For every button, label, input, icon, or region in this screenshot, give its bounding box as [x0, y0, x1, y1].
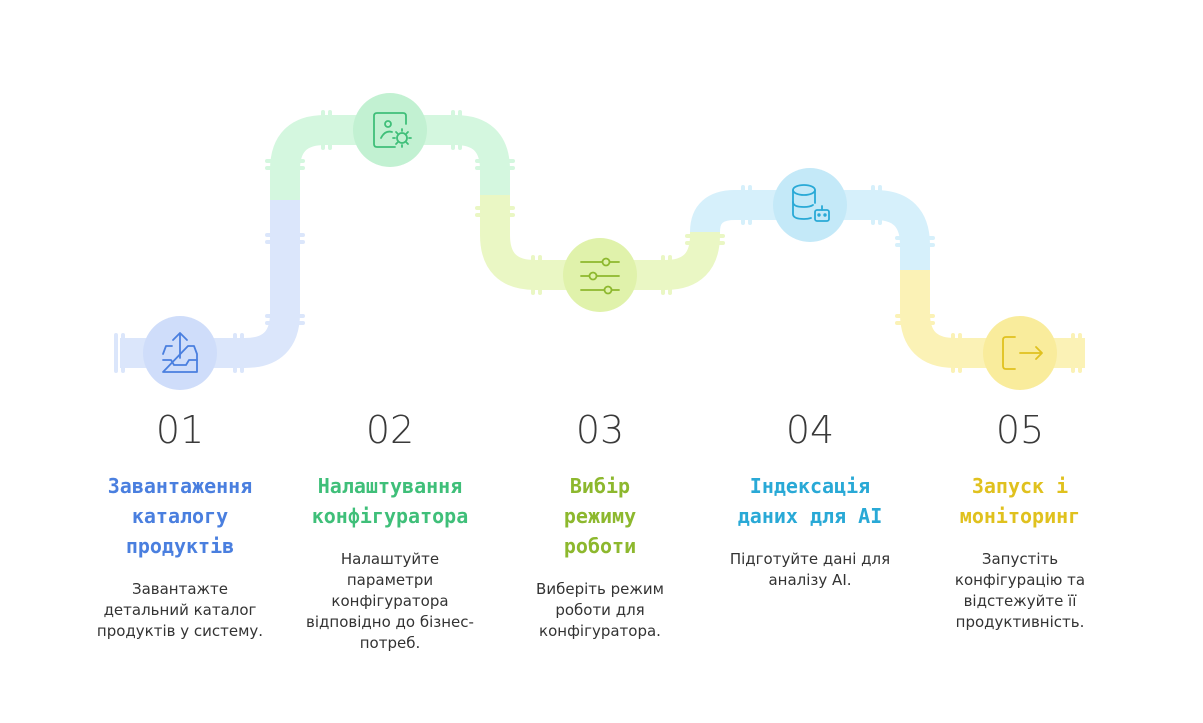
- step-number: 01: [155, 408, 205, 452]
- step-number: 02: [365, 408, 415, 452]
- pipe-joint: [895, 236, 935, 240]
- pipe-joint: [240, 333, 244, 373]
- settings-panel-icon: [373, 112, 412, 148]
- step-4: 04 Індексація даних для AI Підготуйте да…: [705, 405, 915, 591]
- icon-circle-3: [563, 238, 637, 312]
- pipe-joint: [451, 110, 455, 150]
- pipe-joint: [685, 234, 725, 238]
- pipe-joint: [958, 333, 962, 373]
- icon-circle-4: [773, 168, 847, 242]
- step-number: 05: [995, 408, 1045, 452]
- sliders-icon: [580, 257, 620, 295]
- pipe-joint: [475, 213, 515, 217]
- step-2: 02 Налаштування конфігуратора Налаштуйте…: [285, 405, 495, 654]
- inbox-upload-icon: [162, 332, 198, 373]
- step-title: Завантаження каталогу продуктів: [107, 474, 253, 558]
- pipe-joint: [321, 110, 325, 150]
- pipe-joint: [475, 206, 515, 210]
- pipe-joint: [265, 233, 305, 237]
- step-description: Запустіть конфігурацію та відстежуйте її…: [954, 550, 1086, 631]
- pipe-joint: [951, 333, 955, 373]
- pipe-segment-4: [690, 190, 930, 270]
- pipe-joint: [114, 333, 118, 373]
- pipe-joint: [748, 185, 752, 225]
- step-3: 03 Вибір режиму роботи Виберіть режим ро…: [495, 405, 705, 642]
- exit-arrow-icon: [1002, 336, 1043, 370]
- icon-circle-2: [353, 93, 427, 167]
- pipe-joint: [328, 110, 332, 150]
- pipe-joint: [871, 185, 875, 225]
- pipe-joint: [895, 314, 935, 318]
- pipe-joint: [531, 255, 535, 295]
- step-title: Налаштування конфігуратора: [311, 474, 469, 528]
- pipe-joint: [233, 333, 237, 373]
- step-number: 04: [785, 408, 835, 452]
- pipe-joint: [475, 166, 515, 170]
- pipe-joint: [1071, 333, 1075, 373]
- database-bot-icon: [792, 184, 830, 222]
- pipe-joint: [475, 159, 515, 163]
- icon-circle-1: [143, 316, 217, 390]
- pipe-joint: [458, 110, 462, 150]
- step-description: Виберіть режим роботи для конфігуратора.: [536, 580, 664, 640]
- pipe-joint: [265, 240, 305, 244]
- pipe-joint: [895, 321, 935, 325]
- pipe-joint: [265, 321, 305, 325]
- step-title: Індексація даних для AI: [737, 474, 883, 528]
- pipe-joint: [878, 185, 882, 225]
- step-1: 01 Завантаження каталогу продуктів Заван…: [75, 405, 285, 642]
- pipe-joint: [265, 159, 305, 163]
- pipe-joint: [895, 243, 935, 247]
- pipe-joint: [661, 255, 665, 295]
- step-description: Завантажте детальний каталог продуктів у…: [96, 580, 264, 640]
- step-number: 03: [575, 408, 625, 452]
- step-description: Налаштуйте параметри конфігуратора відпо…: [306, 550, 474, 652]
- pipe-joints: [114, 110, 1082, 373]
- pipe-joint: [668, 255, 672, 295]
- pipe-joint: [121, 333, 125, 373]
- pipe-joint: [1078, 333, 1082, 373]
- step-title: Вибір режиму роботи: [563, 474, 637, 558]
- icon-circle-5: [983, 316, 1057, 390]
- pipe-joint: [685, 241, 725, 245]
- pipe-joint: [265, 314, 305, 318]
- step-title: Запуск і моніторинг: [959, 474, 1081, 528]
- step-description: Підготуйте дані для аналізу AI.: [729, 550, 891, 589]
- pipe-joint: [741, 185, 745, 225]
- step-5: 05 Запуск і моніторинг Запустіть конфігу…: [915, 405, 1125, 633]
- pipe-joint: [265, 166, 305, 170]
- pipe-joint: [538, 255, 542, 295]
